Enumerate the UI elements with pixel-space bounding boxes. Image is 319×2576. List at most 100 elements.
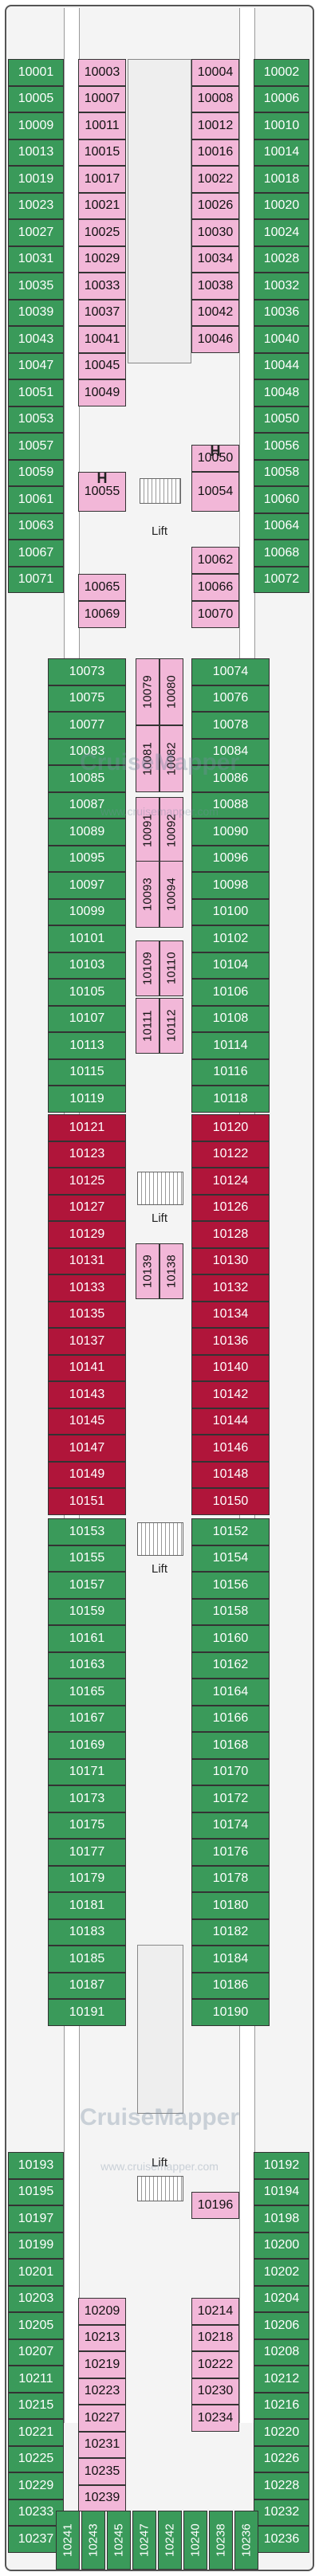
cabin-10186[interactable]: 10186 [191, 1972, 270, 1999]
cabin-10137[interactable]: 10137 [48, 1328, 126, 1355]
cabin-10004[interactable]: 10004 [191, 59, 239, 86]
cabin-10006[interactable]: 10006 [254, 85, 309, 112]
cabin-10007[interactable]: 10007 [78, 85, 126, 112]
cabin-10183[interactable]: 10183 [48, 1918, 126, 1946]
cabin-10056[interactable]: 10056 [254, 433, 309, 460]
cabin-10198[interactable]: 10198 [254, 2205, 309, 2232]
cabin-10047[interactable]: 10047 [8, 352, 64, 379]
cabin-10103[interactable]: 10103 [48, 952, 126, 979]
cabin-10089[interactable]: 10089 [48, 819, 126, 846]
cabin-10018[interactable]: 10018 [254, 166, 309, 193]
cabin-10013[interactable]: 10013 [8, 139, 64, 166]
cabin-10200[interactable]: 10200 [254, 2232, 309, 2259]
cabin-10145[interactable]: 10145 [48, 1408, 126, 1435]
cabin-10059[interactable]: 10059 [8, 459, 64, 486]
cabin-10049[interactable]: 10049 [78, 379, 126, 406]
cabin-10001[interactable]: 10001 [8, 59, 64, 86]
cabin-10115[interactable]: 10115 [48, 1058, 126, 1086]
cabin-10185[interactable]: 10185 [48, 1946, 126, 1973]
cabin-10070[interactable]: 10070 [191, 601, 239, 628]
cabin-10108[interactable]: 10108 [191, 1005, 270, 1032]
cabin-10071[interactable]: 10071 [8, 566, 64, 593]
cabin-10012[interactable]: 10012 [191, 112, 239, 139]
cabin-10080[interactable]: 10080 [160, 658, 183, 725]
cabin-10175[interactable]: 10175 [48, 1812, 126, 1839]
cabin-10232[interactable]: 10232 [254, 2499, 309, 2526]
cabin-10097[interactable]: 10097 [48, 872, 126, 899]
cabin-10019[interactable]: 10019 [8, 166, 64, 193]
cabin-10247[interactable]: 10247 [132, 2511, 156, 2570]
cabin-10144[interactable]: 10144 [191, 1408, 270, 1435]
cabin-10069[interactable]: 10069 [78, 601, 126, 628]
cabin-10109[interactable]: 10109 [136, 940, 160, 996]
cabin-10074[interactable]: 10074 [191, 658, 270, 685]
cabin-10233[interactable]: 10233 [8, 2499, 64, 2526]
cabin-10220[interactable]: 10220 [254, 2419, 309, 2446]
cabin-10197[interactable]: 10197 [8, 2205, 64, 2232]
cabin-10102[interactable]: 10102 [191, 925, 270, 952]
cabin-10110[interactable]: 10110 [160, 940, 183, 996]
cabin-10003[interactable]: 10003 [78, 59, 126, 86]
cabin-10076[interactable]: 10076 [191, 685, 270, 712]
cabin-10140[interactable]: 10140 [191, 1354, 270, 1381]
cabin-10042[interactable]: 10042 [191, 299, 239, 326]
cabin-10026[interactable]: 10026 [191, 192, 239, 219]
cabin-10073[interactable]: 10073 [48, 658, 126, 685]
cabin-10241[interactable]: 10241 [56, 2511, 80, 2570]
cabin-10036[interactable]: 10036 [254, 299, 309, 326]
cabin-10040[interactable]: 10040 [254, 326, 309, 353]
cabin-10214[interactable]: 10214 [191, 2298, 239, 2325]
cabin-10066[interactable]: 10066 [191, 574, 239, 601]
cabin-10014[interactable]: 10014 [254, 139, 309, 166]
cabin-10207[interactable]: 10207 [8, 2338, 64, 2366]
cabin-10017[interactable]: 10017 [78, 166, 126, 193]
cabin-10208[interactable]: 10208 [254, 2338, 309, 2366]
cabin-10037[interactable]: 10037 [78, 299, 126, 326]
cabin-10031[interactable]: 10031 [8, 245, 64, 273]
cabin-10077[interactable]: 10077 [48, 712, 126, 739]
cabin-10087[interactable]: 10087 [48, 791, 126, 819]
cabin-10239[interactable]: 10239 [78, 2484, 126, 2511]
cabin-10022[interactable]: 10022 [191, 166, 239, 193]
cabin-10245[interactable]: 10245 [107, 2511, 131, 2570]
cabin-10164[interactable]: 10164 [191, 1679, 270, 1706]
cabin-10122[interactable]: 10122 [191, 1141, 270, 1168]
cabin-10043[interactable]: 10043 [8, 326, 64, 353]
cabin-10024[interactable]: 10024 [254, 219, 309, 246]
cabin-10151[interactable]: 10151 [48, 1488, 126, 1515]
cabin-10154[interactable]: 10154 [191, 1545, 270, 1572]
cabin-10205[interactable]: 10205 [8, 2312, 64, 2339]
cabin-10084[interactable]: 10084 [191, 738, 270, 765]
cabin-10060[interactable]: 10060 [254, 486, 309, 513]
cabin-10072[interactable]: 10072 [254, 566, 309, 593]
cabin-10153[interactable]: 10153 [48, 1518, 126, 1545]
cabin-10234[interactable]: 10234 [191, 2405, 239, 2432]
cabin-10131[interactable]: 10131 [48, 1247, 126, 1274]
cabin-10184[interactable]: 10184 [191, 1946, 270, 1973]
cabin-10123[interactable]: 10123 [48, 1141, 126, 1168]
cabin-10101[interactable]: 10101 [48, 925, 126, 952]
cabin-10053[interactable]: 10053 [8, 406, 64, 433]
cabin-10044[interactable]: 10044 [254, 352, 309, 379]
cabin-10093[interactable]: 10093 [136, 861, 160, 928]
cabin-10121[interactable]: 10121 [48, 1114, 126, 1141]
cabin-10162[interactable]: 10162 [191, 1651, 270, 1679]
cabin-10242[interactable]: 10242 [158, 2511, 182, 2570]
cabin-10008[interactable]: 10008 [191, 85, 239, 112]
cabin-10148[interactable]: 10148 [191, 1461, 270, 1488]
cabin-10063[interactable]: 10063 [8, 512, 64, 540]
cabin-10190[interactable]: 10190 [191, 1999, 270, 2026]
cabin-10201[interactable]: 10201 [8, 2259, 64, 2286]
cabin-10132[interactable]: 10132 [191, 1274, 270, 1302]
cabin-10229[interactable]: 10229 [8, 2472, 64, 2499]
cabin-10034[interactable]: 10034 [191, 245, 239, 273]
cabin-10235[interactable]: 10235 [78, 2458, 126, 2485]
cabin-10029[interactable]: 10029 [78, 245, 126, 273]
cabin-10085[interactable]: 10085 [48, 765, 126, 792]
cabin-10021[interactable]: 10021 [78, 192, 126, 219]
cabin-10020[interactable]: 10020 [254, 192, 309, 219]
cabin-10039[interactable]: 10039 [8, 299, 64, 326]
cabin-10090[interactable]: 10090 [191, 819, 270, 846]
cabin-10206[interactable]: 10206 [254, 2312, 309, 2339]
cabin-10095[interactable]: 10095 [48, 845, 126, 872]
